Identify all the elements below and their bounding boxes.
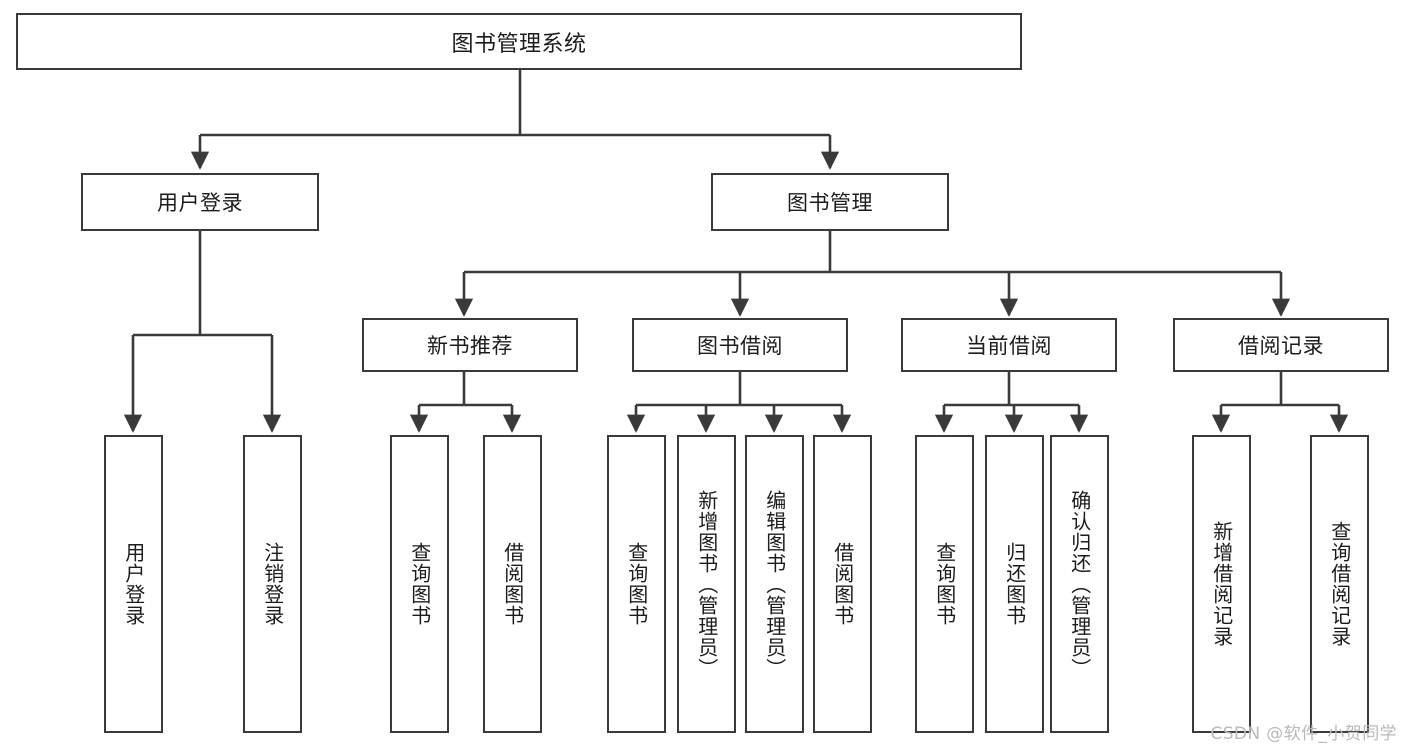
leaf-query-book-current[interactable]: 查询图书 — [915, 435, 974, 733]
leaf-edit-book-admin[interactable]: 编辑图书（管理员） — [745, 435, 804, 733]
csdn-watermark: CSDN @软件_小贺同学 — [1210, 724, 1397, 744]
leaf-borrow-book-new-recommend[interactable]: 借阅图书 — [483, 435, 542, 733]
node-root-book-management-system[interactable]: 图书管理系统 — [16, 13, 1022, 70]
leaf-query-book-borrow[interactable]: 查询图书 — [607, 435, 666, 733]
leaf-query-borrow-record[interactable]: 查询借阅记录 — [1310, 435, 1369, 733]
leaf-return-book[interactable]: 归还图书 — [985, 435, 1044, 733]
node-borrow-record[interactable]: 借阅记录 — [1173, 318, 1389, 372]
leaf-logout-login[interactable]: 注销登录 — [243, 435, 302, 733]
node-new-book-recommend[interactable]: 新书推荐 — [362, 318, 578, 372]
leaf-confirm-return-admin[interactable]: 确认归还（管理员） — [1050, 435, 1109, 733]
leaf-add-book-admin[interactable]: 新增图书（管理员） — [677, 435, 736, 733]
node-current-borrow[interactable]: 当前借阅 — [901, 318, 1117, 372]
leaf-borrow-book[interactable]: 借阅图书 — [813, 435, 872, 733]
leaf-user-login[interactable]: 用户登录 — [104, 435, 163, 733]
node-book-management[interactable]: 图书管理 — [711, 173, 949, 231]
node-book-borrow[interactable]: 图书借阅 — [632, 318, 848, 372]
leaf-query-book-new-recommend[interactable]: 查询图书 — [390, 435, 449, 733]
leaf-add-borrow-record[interactable]: 新增借阅记录 — [1192, 435, 1251, 733]
node-user-login[interactable]: 用户登录 — [81, 173, 319, 231]
